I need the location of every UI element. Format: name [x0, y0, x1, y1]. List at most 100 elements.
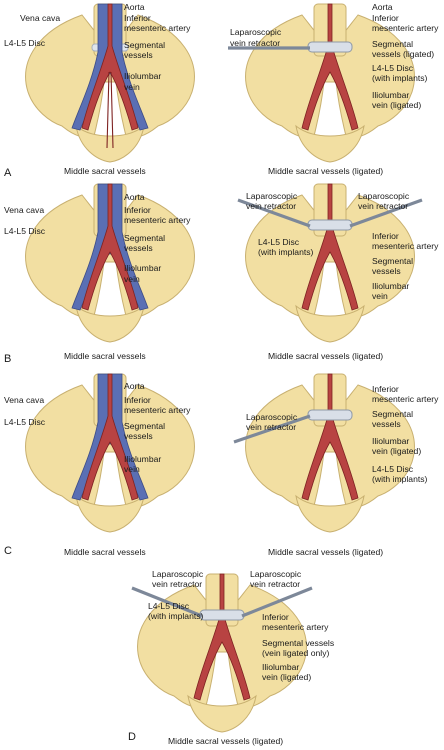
label: L4-L5 Disc: [4, 38, 46, 48]
label: Middle sacral vessels: [64, 547, 146, 557]
retractor-left: [131, 586, 203, 618]
aorta: [81, 183, 139, 311]
label: Middle sacral vessels (ligated): [168, 736, 283, 746]
label: Middle sacral vessels (ligated): [268, 547, 383, 557]
label: Iliolumbar: [372, 90, 409, 100]
label: vein: [124, 464, 140, 474]
label: Middle sacral vessels: [64, 351, 146, 361]
retractor: [233, 414, 311, 444]
label: Segmental: [372, 39, 413, 49]
label: L4-L5 Disc: [148, 601, 190, 611]
label: vessels: [372, 266, 401, 276]
label: Iliolumbar: [262, 662, 299, 672]
label: Laparoscopic: [152, 569, 204, 579]
aorta: [193, 573, 251, 701]
label: (with implants): [258, 247, 314, 257]
label: L4-L5 Disc: [4, 226, 46, 236]
label: mesenteric artery: [372, 394, 439, 404]
aorta: [81, 373, 139, 501]
label: Segmental: [124, 40, 165, 50]
label: vein retractor: [230, 38, 280, 48]
label: Inferior: [262, 612, 289, 622]
label: Vena cava: [4, 395, 44, 405]
label: Laparoscopic: [246, 412, 298, 422]
implant: [307, 219, 353, 231]
label: Iliolumbar: [372, 281, 409, 291]
label: L4-L5 Disc: [372, 63, 414, 73]
label: Iliolumbar: [372, 436, 409, 446]
label: mesenteric artery: [124, 23, 191, 33]
aorta: [301, 373, 359, 501]
label: vein: [372, 291, 388, 301]
label: (with implants): [372, 73, 428, 83]
label: (vein ligated only): [262, 648, 329, 658]
label: vein (ligated): [262, 672, 311, 682]
label: Middle sacral vessels (ligated): [268, 351, 383, 361]
label: mesenteric artery: [262, 622, 329, 632]
panel-a-right: [228, 3, 415, 163]
label: L4-L5 Disc: [4, 417, 46, 427]
label: vein retractor: [246, 201, 296, 211]
aorta: [81, 3, 139, 131]
label: vein (ligated): [372, 100, 421, 110]
label: Segmental: [124, 421, 165, 431]
label: Vena cava: [20, 13, 60, 23]
label: Laparoscopic: [250, 569, 302, 579]
label: vein (ligated): [372, 446, 421, 456]
label: Aorta: [124, 192, 145, 202]
label: Segmental: [372, 256, 413, 266]
label: Segmental: [124, 233, 165, 243]
label: Aorta: [124, 381, 145, 391]
label: Inferior: [372, 384, 399, 394]
label: vessels: [124, 431, 153, 441]
panel-d: [131, 573, 313, 733]
label: vessels: [124, 50, 153, 60]
middle-sacral-vessels: [106, 71, 114, 149]
panel-c-right: [233, 373, 415, 533]
label: mesenteric artery: [372, 23, 439, 33]
label: vessels (ligated): [372, 49, 434, 59]
label: Inferior: [124, 395, 151, 405]
label: Segmental: [372, 409, 413, 419]
label: vein: [124, 82, 140, 92]
label: mesenteric artery: [124, 405, 191, 415]
panel-c-left: [25, 373, 195, 533]
implant: [307, 409, 353, 421]
panel-b-left: [25, 183, 195, 343]
label: Iliolumbar: [124, 454, 161, 464]
label: (with implants): [148, 611, 204, 621]
panel-b-right: [237, 183, 423, 343]
label: Laparoscopic: [358, 191, 410, 201]
label: vein retractor: [250, 579, 300, 589]
label: Iliolumbar: [124, 71, 161, 81]
label: Inferior: [372, 231, 399, 241]
label: Segmental vessels: [262, 638, 334, 648]
label: Inferior: [124, 205, 151, 215]
label: Aorta: [372, 2, 393, 12]
label: vein retractor: [246, 422, 296, 432]
label: mesenteric artery: [124, 215, 191, 225]
label: Laparoscopic: [246, 191, 298, 201]
label: L4-L5 Disc: [258, 237, 300, 247]
label: vein retractor: [152, 579, 202, 589]
label: Laparoscopic: [230, 27, 282, 37]
aorta: [301, 3, 359, 131]
retractor-right: [349, 198, 423, 228]
panel-letter: A: [4, 167, 12, 179]
label: Iliolumbar: [124, 263, 161, 273]
label: L4-L5 Disc: [372, 464, 414, 474]
panel-letter: B: [4, 353, 11, 365]
label: (with implants): [372, 474, 428, 484]
label: vessels: [372, 419, 401, 429]
label: Middle sacral vessels: [64, 166, 146, 176]
implant: [199, 609, 245, 621]
label: Vena cava: [4, 205, 44, 215]
retractor-right: [241, 586, 313, 618]
panel-letter: D: [128, 731, 136, 743]
label: vessels: [124, 243, 153, 253]
retractor-left: [237, 198, 311, 228]
label: Inferior: [372, 13, 399, 23]
label: Inferior: [124, 13, 151, 23]
label: vein retractor: [358, 201, 408, 211]
